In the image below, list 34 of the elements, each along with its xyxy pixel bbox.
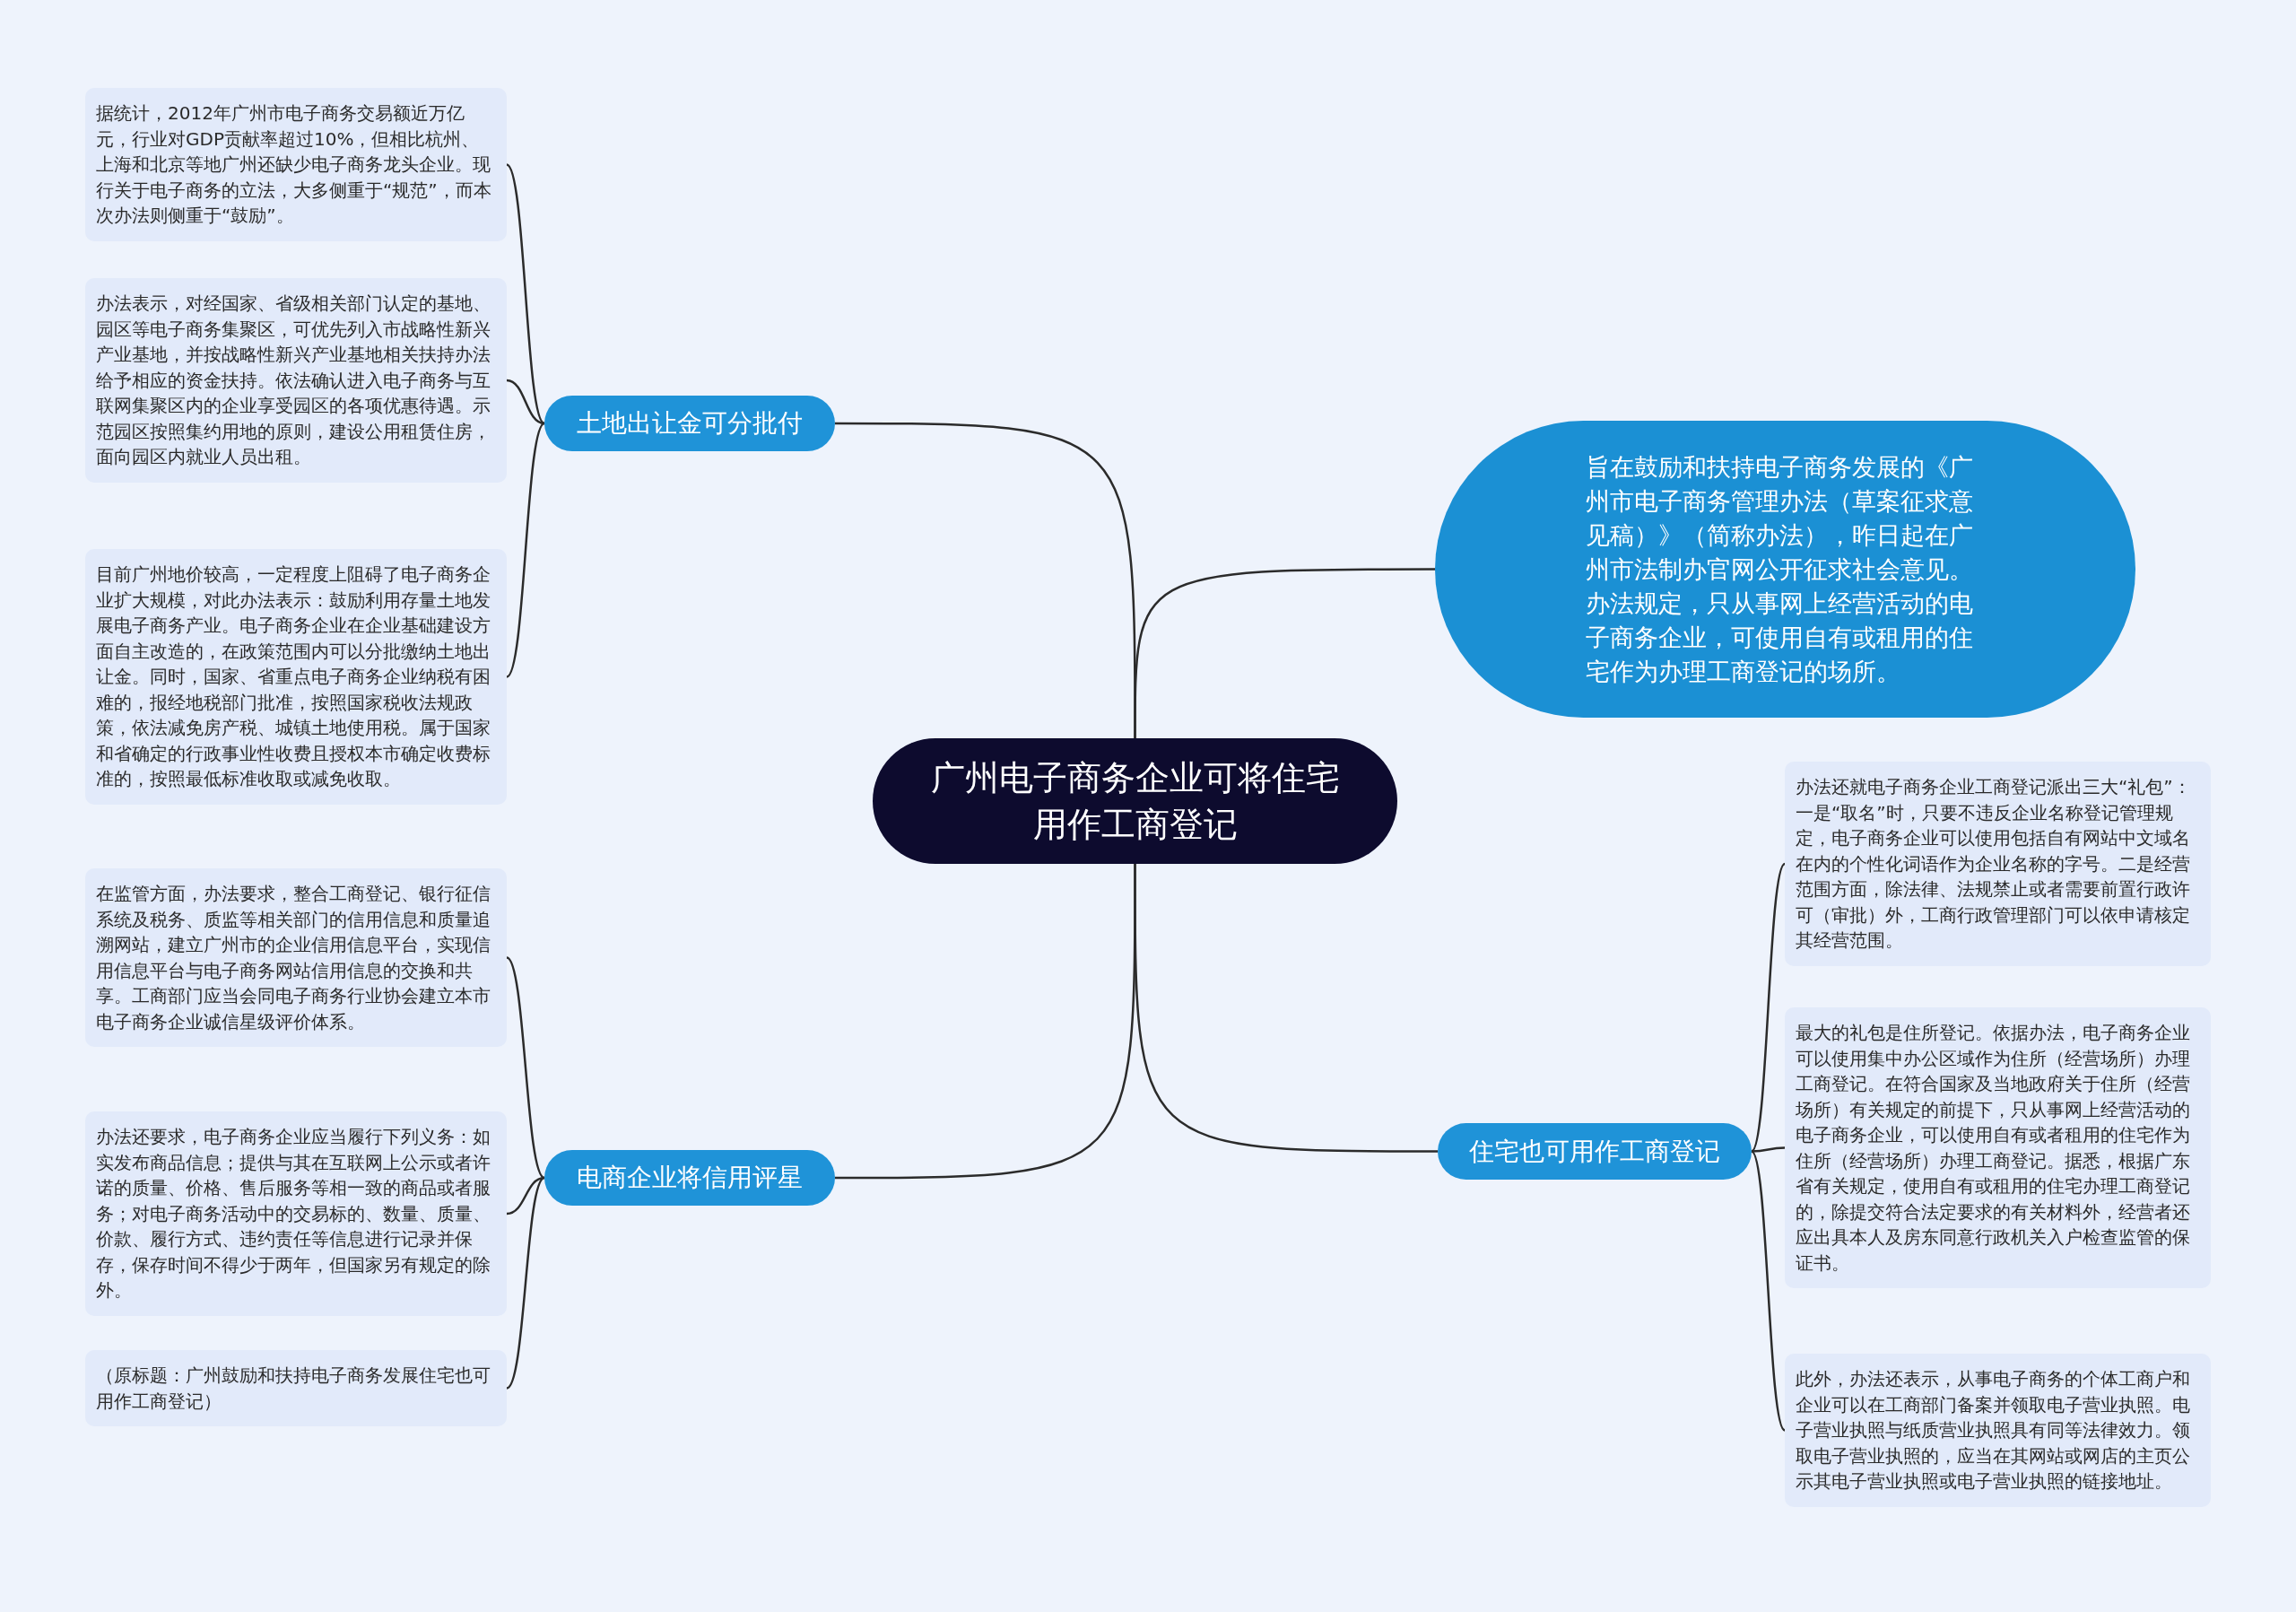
note-card: [1785, 1007, 2211, 1288]
connector-line: [506, 163, 545, 424]
connector-line: [1750, 1150, 1787, 1432]
note-card: [85, 549, 507, 805]
node-text: 电商企业将信用评星: [577, 1162, 803, 1194]
connector-line: [1750, 863, 1787, 1153]
note-card: [1785, 762, 2211, 966]
node-text: 办法表示，对经国家、省级相关部门认定的基地、园区等电子商务集聚区，可优先列入市战略性新兴产业基地，并按战略性新兴产业基地相关扶持办法给予相应的资金扶持。依法确认进入电子商务与互联网集聚区内的企业享受园区的各项优惠待遇。示范园区按照集约用地的原则，建设公用租赁住房，面向园区内就业人员出租。: [96, 292, 491, 469]
node-text: 旨在鼓励和扶持电子商务发展的《广州市电子商务管理办法（草案征求意见稿）》（简称办法），昨日起在广州市法制办官网公开征求社会意见。办法规定，只从事网上经营活动的电子商务企业，可使用自有或租用的住宅作为办理工商登记的场所。: [1586, 451, 1974, 687]
connector-line: [506, 956, 545, 1179]
node-text: 办法还就电子商务企业工商登记派出三大“礼包”：一是“取名”时，只要不违反企业名称登记管理规定，电子商务企业可以使用包括自有网站中文域名在内的个性化词语作为企业名称的字号。二是经营范围方面，除法律、法规禁止或者需要前置行政许可（审批）外，工商行政管理部门可以依申请核定其经营范围。: [1796, 775, 2192, 953]
node-text: 广州电子商务企业可将住宅用作工商登记: [929, 757, 1341, 846]
node-text: 据统计，2012年广州市电子商务交易额近万亿元，行业对GDP贡献率超过10%，但相比杭州、上海和北京等地广州还缺少电子商务龙头企业。现行关于电子商务的立法，大多侧重于“规范”，而本次办法则侧重于“鼓励”。: [96, 101, 492, 228]
connector-line: [506, 423, 545, 678]
note-card: [85, 278, 507, 483]
node-text: 此外，办法还表示，从事电子商务的个体工商户和企业可以在工商部门备案并领取电子营业执照。电子营业执照与纸质营业执照具有同等法律效力。领取电子营业执照的，应当在其网站或网店的主页公示其电子营业执照或电子营业执照的链接地址。: [1796, 1367, 2191, 1494]
connector-line: [506, 379, 545, 425]
node-text: 土地出让金可分批付: [577, 407, 803, 440]
connector-line: [506, 1177, 545, 1390]
note-card: [1785, 1354, 2211, 1507]
note-card: [85, 88, 507, 241]
node-text: 办法还要求，电子商务企业应当履行下列义务：如实发布商品信息；提供与其在互联网上公示或者许诺的质量、价格、售后服务等相一致的商品或者服务；对电子商务活动中的交易标的、数量、质量、价款、履行方式、违约责任等信息进行记录并保存，保存时间不得少于两年，但国家另有规定的除外。: [96, 1125, 491, 1303]
note-card: [85, 1350, 507, 1426]
note-card: [85, 868, 507, 1047]
connector-line: [1751, 1146, 1786, 1153]
connector-line: [1134, 864, 1438, 1153]
node-text: 最大的礼包是住所登记。依据办法，电子商务企业可以使用集中办公区域作为住所（经营场所）办理工商登记。在符合国家及当地政府关于住所（经营场所）有关规定的前提下，只从事网上经营活动的电子商务企业，可以使用自有或者租用的住宅作为住所（经营场所）办理工商登记。据悉，根据广东省有关规定，使用自有或租用的住宅办理工商登记的，除提交符合法定要求的有关材料外，经营者还应出具本人及房东同意行政机关入户检查监管的保证书。: [1796, 1021, 2191, 1276]
node-text: 目前广州地价较高，一定程度上阻碍了电子商务企业扩大规模，对此办法表示：鼓励利用存量土地发展电子商务产业。电子商务企业在企业基础建设方面自主改造的，在政策范围内可以分批缴纳土地出让金。同时，国家、省重点电子商务企业纳税有困难的，报经地税部门批准，按照国家税收法规政策，依法减免房产税、城镇土地使用税。属于国家和省确定的行政事业性收费且授权本市确定收费标准的，按照最低标准收取或减免收取。: [96, 562, 491, 791]
connector-line: [506, 1176, 545, 1216]
note-card: [85, 1111, 507, 1316]
node-text: 住宅也可用作工商登记: [1469, 1135, 1720, 1168]
node-text: （原标题：广州鼓励和扶持电子商务发展住宅也可用作工商登记）: [96, 1364, 491, 1414]
connector-line: [1134, 568, 1435, 738]
node-text: 在监管方面，办法要求，整合工商登记、银行征信系统及税务、质监等相关部门的信用信息和质量追溯网站，建立广州市的企业信用信息平台，实现信用信息平台与电子商务网站信用信息的交换和共享。工商部门应当会同电子商务行业协会建立本市电子商务企业诚信星级评价体系。: [96, 882, 491, 1034]
